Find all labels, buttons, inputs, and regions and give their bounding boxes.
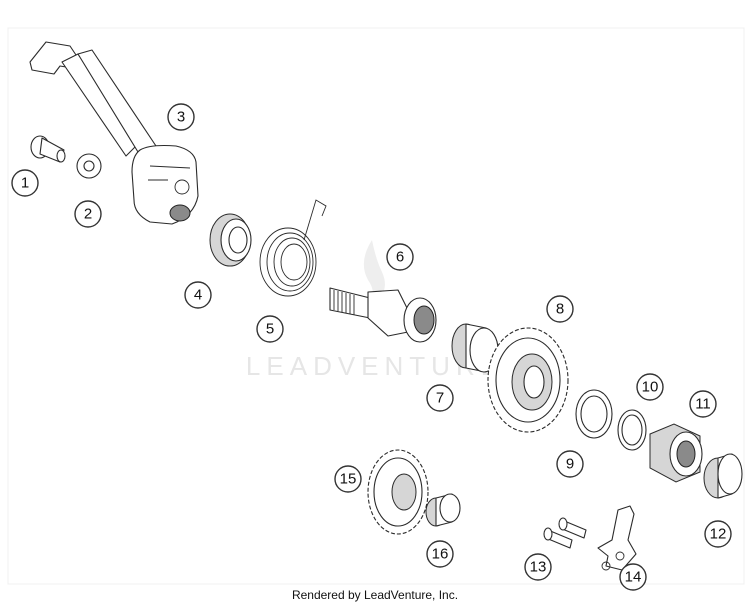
part-washer[interactable] (76, 153, 102, 179)
part-kick-lever[interactable] (29, 41, 199, 225)
svg-text:9: 9 (566, 456, 574, 473)
callout-11[interactable]: 11 (689, 390, 717, 418)
callout-6[interactable]: 6 (386, 243, 414, 271)
callout-9[interactable]: 9 (556, 450, 584, 478)
part-idler-gear[interactable] (367, 449, 429, 535)
svg-text:10: 10 (642, 379, 659, 396)
part-kick-shaft[interactable] (329, 287, 437, 343)
svg-text:8: 8 (556, 301, 564, 318)
part-ring[interactable] (703, 453, 743, 499)
part-bolts[interactable] (543, 517, 587, 549)
callout-15[interactable]: 15 (334, 465, 362, 493)
svg-text:11: 11 (695, 396, 711, 413)
part-kick-gear[interactable] (487, 327, 569, 433)
svg-text:16: 16 (432, 546, 449, 563)
part-stop-plate[interactable] (597, 505, 637, 571)
callout-5[interactable]: 5 (256, 315, 284, 343)
callout-16[interactable]: 16 (426, 540, 454, 568)
svg-text:6: 6 (396, 249, 404, 266)
svg-text:15: 15 (340, 471, 357, 488)
callout-8[interactable]: 8 (546, 295, 574, 323)
svg-text:4: 4 (194, 287, 202, 304)
part-ratchet[interactable] (649, 423, 703, 483)
svg-text:12: 12 (710, 526, 727, 543)
diagram-frame (7, 27, 745, 585)
part-circlip[interactable] (617, 409, 647, 451)
svg-text:7: 7 (436, 390, 444, 407)
svg-text:14: 14 (625, 569, 642, 586)
part-bushing[interactable] (451, 323, 499, 373)
callout-1[interactable]: 1 (11, 169, 39, 197)
svg-text:2: 2 (84, 206, 92, 223)
callout-2[interactable]: 2 (74, 200, 102, 228)
callout-4[interactable]: 4 (184, 281, 212, 309)
callout-12[interactable]: 12 (704, 520, 732, 548)
render-credit-caption: Rendered by LeadVenture, Inc. (291, 588, 459, 602)
part-shim[interactable] (575, 389, 613, 439)
part-kick-spring[interactable] (259, 199, 327, 297)
callout-13[interactable]: 13 (524, 553, 552, 581)
svg-text:1: 1 (21, 175, 29, 192)
part-bearing-bushing[interactable] (425, 493, 461, 527)
callout-7[interactable]: 7 (426, 384, 454, 412)
part-bolt[interactable] (30, 135, 66, 163)
svg-text:13: 13 (530, 559, 547, 576)
svg-text:3: 3 (177, 109, 185, 126)
callout-3[interactable]: 3 (167, 103, 195, 131)
part-seal-ring[interactable] (209, 213, 252, 267)
callout-10[interactable]: 10 (636, 373, 664, 401)
callout-14[interactable]: 14 (619, 563, 647, 591)
svg-text:5: 5 (266, 321, 274, 338)
